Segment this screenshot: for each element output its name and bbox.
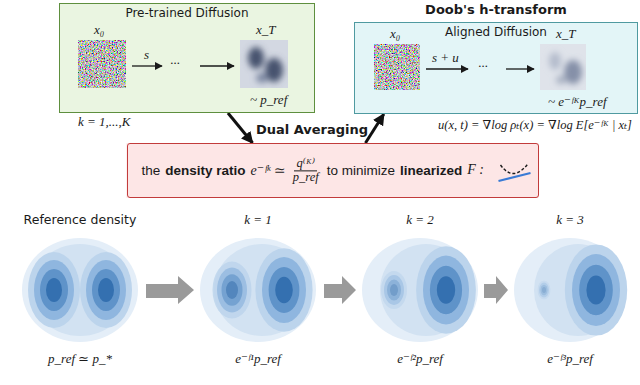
- step-name: Dual Averaging: [256, 123, 368, 137]
- step-arrow: [426, 68, 468, 69]
- formula-text: e⁻ᶠᵏ ≃: [251, 162, 286, 179]
- flow-arrow: [365, 114, 383, 143]
- box-fill: [59, 3, 315, 113]
- state-label: x₀: [390, 27, 400, 41]
- formula-text: density ratio: [165, 163, 245, 178]
- box-title: Pre-trained Diffusion: [60, 4, 314, 20]
- progress-arrow: [324, 276, 356, 304]
- control-formula: u(x, t) = ∇log ρₜ(x) = ∇log E[e⁻ᶠᴷ | xₜ]: [438, 118, 632, 132]
- ellipsis: ···: [478, 59, 488, 73]
- linearization-sketch: [499, 163, 531, 181]
- density-plot: [22, 238, 138, 342]
- sample-image: [240, 40, 288, 88]
- ellipsis: ···: [170, 56, 180, 70]
- sample-image: [540, 44, 586, 90]
- density-label: p_ref ≃ p_*: [48, 352, 112, 366]
- formula-text: p_ref: [291, 171, 321, 184]
- density-plot: [514, 238, 627, 342]
- distribution-label: ~ e⁻ᶠᴷp_ref: [548, 95, 607, 109]
- step-arrow: [132, 65, 162, 66]
- index-range: k = 1,...,K: [78, 115, 130, 129]
- box-fill: [354, 22, 638, 114]
- step-arrow: [200, 65, 234, 66]
- density-label: e⁻ᶠ³p_ref: [547, 352, 593, 366]
- noise-image: [374, 44, 420, 90]
- state-label: x_T: [256, 23, 276, 37]
- formula-text: to minimize: [327, 163, 395, 178]
- drift-label: s + u: [432, 51, 459, 65]
- panel-title: Reference density: [24, 213, 137, 227]
- step-arrow: [506, 68, 534, 69]
- fraction: q⁽ᴷ⁾p_ref: [291, 157, 321, 184]
- distribution-label: ~ p_ref: [250, 93, 287, 107]
- formula-text: q⁽ᴷ⁾: [294, 157, 317, 171]
- panel-title: k = 1: [244, 213, 272, 227]
- objective-box: the density ratio e⁻ᶠᵏ ≃ q⁽ᴷ⁾p_ref to minimi…: [127, 143, 539, 198]
- formula-row: the density ratio e⁻ᶠᵏ ≃ q⁽ᴷ⁾p_ref to minimi…: [142, 157, 489, 184]
- density-label: e⁻ᶠ¹p_ref: [235, 352, 281, 366]
- drift-label: s: [144, 48, 149, 62]
- density-plot: [362, 238, 478, 342]
- progress-arrow: [146, 276, 194, 304]
- density-label: e⁻ᶠ²p_ref: [397, 352, 443, 366]
- formula-text: F :: [467, 163, 484, 179]
- state-label: x₀: [94, 23, 104, 37]
- panel-title: k = 2: [406, 213, 434, 227]
- formula-text: linearized: [400, 163, 462, 178]
- noise-image: [78, 40, 126, 88]
- panel-title: k = 3: [556, 213, 584, 227]
- state-label: x_T: [556, 27, 576, 41]
- formula-text: the: [142, 163, 161, 178]
- progress-arrow: [484, 276, 508, 304]
- density-plot: [200, 238, 316, 342]
- box-heading: Doob's h-transform: [355, 2, 637, 17]
- flow-arrow: [228, 113, 253, 143]
- box-fill: [127, 143, 539, 198]
